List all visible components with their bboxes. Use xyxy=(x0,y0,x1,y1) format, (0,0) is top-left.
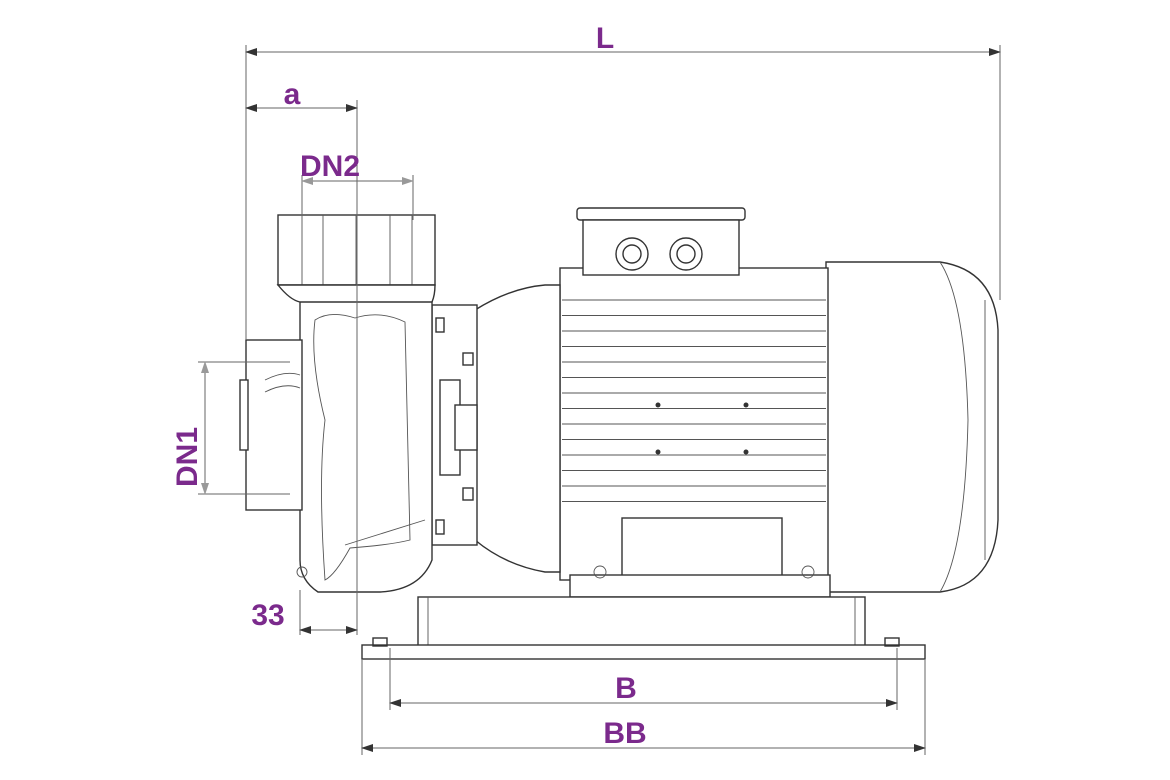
dim-label-BB: BB xyxy=(603,717,646,750)
motor-front-flange xyxy=(474,284,561,573)
dim-label-dn1: DN1 xyxy=(171,427,204,487)
base-plate xyxy=(361,596,926,660)
dim-label-dn2: DN2 xyxy=(300,150,360,183)
dim-label-L: L xyxy=(596,22,614,55)
dim-label-33: 33 xyxy=(251,599,284,632)
pump-volute xyxy=(296,289,433,593)
dim-label-a: a xyxy=(284,78,301,111)
pump-bracket xyxy=(431,304,478,546)
dim-label-B: B xyxy=(615,672,637,705)
terminal-box xyxy=(576,207,746,276)
motor-rear-cap xyxy=(825,261,999,593)
inlet-flange xyxy=(239,339,303,511)
dimension-lines xyxy=(198,45,1001,755)
motor-body xyxy=(559,267,831,598)
